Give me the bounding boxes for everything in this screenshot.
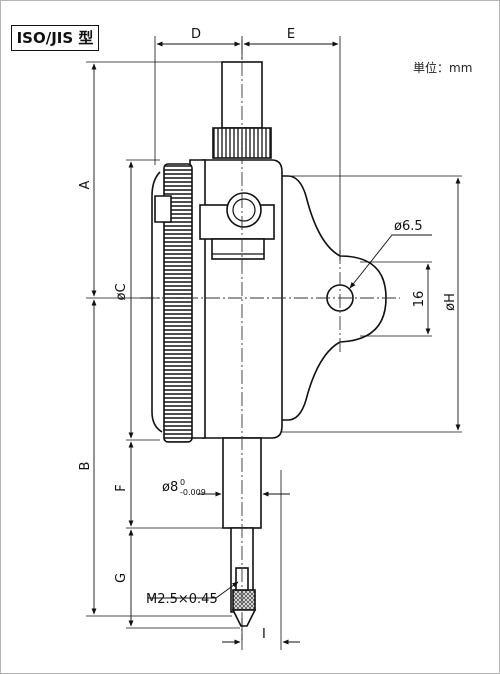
leader-thread [148,581,239,599]
center-lines [140,40,400,640]
model-title: ISO/JIS 型 [11,25,99,51]
label-stem-tol-lower: -0.009 [180,488,206,497]
bezel-ring [163,163,193,443]
crystal-outline [151,171,163,433]
indicator-outline [151,61,387,627]
contact-knurl [232,589,256,611]
contact-point [231,609,257,627]
unit-label: 単位：mm [413,61,473,75]
label-E: E [287,27,295,42]
label-stem-dia: ø8 [162,480,178,495]
label-F: F [114,484,129,491]
label-D: D [191,27,201,42]
label-G: G [114,573,129,583]
label-A: A [78,180,93,189]
label-I: I [262,627,266,642]
clamp-lower [211,238,265,260]
leader-hole [349,234,432,289]
label-stem-tol-upper: 0 [180,478,185,487]
label-thread: M2.5×0.45 [146,592,218,607]
extension-lines [86,36,462,650]
dimension-lines [91,41,461,645]
clamp-knob [226,192,262,228]
label-C: øC [114,283,129,300]
dimension-labels: D E A B øC F G øH 16 ø6.5 ø8 0 -0.009 M2… [78,27,458,642]
label-H: øH [443,293,458,311]
side-bracket [154,195,172,223]
label-B: B [78,462,93,471]
label-hole: ø6.5 [394,219,423,234]
label-16: 16 [412,291,427,308]
